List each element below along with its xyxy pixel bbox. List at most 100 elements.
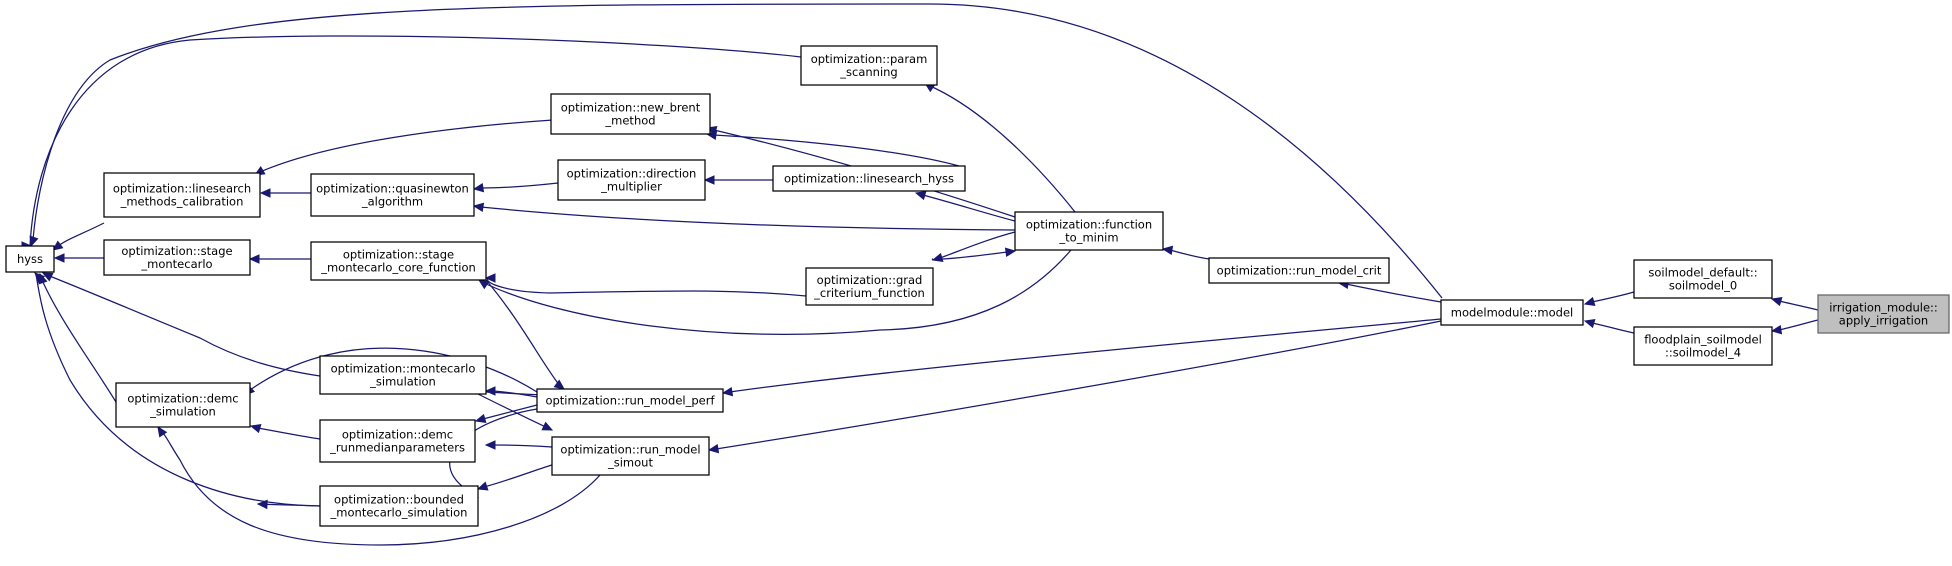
arrowhead-icon (472, 202, 485, 213)
node-label: floodplain_soilmodel (1644, 333, 1762, 347)
call-edge (1770, 319, 1819, 335)
call-edge (707, 320, 1442, 454)
arrowhead-icon (484, 440, 496, 450)
node-label: ::soilmodel_4 (1665, 346, 1741, 360)
node-label: soilmodel_default:: (1648, 266, 1757, 280)
node-linesearch-hyss[interactable]: optimization::linesearch_hyss (772, 165, 966, 192)
node-stage-mc-core[interactable]: optimization::stage_montecarlo_core_func… (310, 241, 487, 281)
node-label: optimization::bounded (334, 493, 464, 507)
node-floodplain-soilmodel[interactable]: floodplain_soilmodel::soilmodel_4 (1633, 326, 1773, 366)
call-edge-line (41, 279, 117, 403)
call-edge-line (249, 347, 538, 393)
node-quasinewton[interactable]: optimization::quasinewton_algorithm (310, 173, 475, 217)
node-run-model-perf[interactable]: optimization::run_model_perf (536, 388, 724, 413)
call-edge-line (729, 318, 1442, 393)
call-edge (1161, 245, 1210, 260)
node-bounded-mc[interactable]: optimization::bounded_montecarlo_simulat… (319, 485, 479, 527)
node-grad-crit[interactable]: optimization::grad_criterium_function (805, 267, 934, 306)
call-edge-line (486, 277, 807, 297)
arrowhead-icon (476, 481, 489, 491)
node-box (1633, 326, 1773, 366)
node-direction-mult[interactable]: optimization::direction_multiplier (557, 159, 706, 201)
arrowhead-icon (1161, 245, 1174, 256)
arrowhead-icon (474, 413, 487, 424)
call-edge (476, 464, 553, 491)
node-label: optimization::linesearch (113, 182, 251, 196)
call-edge-line (1778, 300, 1819, 311)
node-box (319, 355, 487, 395)
node-run-model-simout[interactable]: optimization::run_model_simout (551, 436, 710, 476)
call-edge (477, 249, 1072, 336)
node-label: _methods_calibration (120, 195, 244, 209)
node-box (536, 388, 724, 413)
node-hyss[interactable]: hyss (5, 245, 55, 273)
node-stage-mc[interactable]: optimization::stage_montecarlo (103, 239, 251, 276)
call-edge (256, 499, 321, 510)
node-mc-sim[interactable]: optimization::montecarlo_simulation (319, 355, 487, 395)
node-soilmodel-default[interactable]: soilmodel_default::soilmodel_0 (1633, 259, 1773, 299)
call-edge-line (483, 464, 553, 488)
node-function-to-minim[interactable]: optimization::function_to_minim (1014, 211, 1164, 251)
node-label: optimization::stage (121, 244, 232, 258)
node-label: optimization::direction (567, 167, 697, 181)
call-edge (249, 423, 321, 440)
node-box (772, 165, 966, 192)
node-label: optimization::param (811, 52, 928, 66)
node-label: _montecarlo_core_function (320, 261, 476, 275)
call-edge (485, 279, 565, 390)
call-graph-nodes: hyss optimization::linesearch_methods_cal… (5, 45, 1950, 527)
call-edge-line (480, 182, 559, 189)
call-edge (914, 190, 1016, 222)
node-new-brent[interactable]: optimization::new_brent_method (550, 93, 711, 135)
node-label: optimization::run_model_crit (1217, 264, 1382, 278)
node-run-model-crit[interactable]: optimization::run_model_crit (1208, 257, 1390, 284)
node-box (5, 245, 55, 273)
arrowhead-icon (553, 379, 565, 390)
call-edge (157, 425, 601, 546)
node-linesearch-calib[interactable]: optimization::linesearch_methods_calibra… (103, 172, 261, 218)
arrowhead-icon (259, 188, 271, 198)
node-box (557, 159, 706, 201)
call-edge-line (713, 134, 960, 167)
node-box (310, 173, 475, 217)
node-label: _criterium_function (813, 286, 925, 300)
call-edge-line (29, 35, 802, 247)
node-box (319, 419, 476, 463)
arrowhead-icon (703, 175, 715, 185)
arrowhead-icon (721, 386, 734, 397)
call-edge (248, 254, 311, 264)
node-label: irrigation_module:: (1829, 301, 1938, 315)
arrowhead-icon (1583, 296, 1596, 307)
call-edge-line (1778, 319, 1819, 331)
node-box (800, 45, 938, 86)
node-box (805, 267, 934, 306)
node-param-scanning[interactable]: optimization::param_scanning (800, 45, 938, 86)
arrowhead-icon (705, 130, 718, 141)
node-label: optimization::demc (342, 428, 453, 442)
arrowhead-icon (1770, 324, 1783, 335)
arrowhead-icon (914, 190, 927, 201)
call-edge-line (481, 249, 1072, 336)
node-box (115, 382, 251, 428)
call-edge (472, 202, 1016, 231)
node-box (1817, 294, 1950, 334)
arrowhead-icon (1770, 296, 1783, 307)
node-apply-irrigation[interactable]: irrigation_module::apply_irrigation (1817, 294, 1950, 334)
call-edge-line (931, 250, 1016, 261)
node-demc-runmedian[interactable]: optimization::demc_runmedianparameters (319, 419, 476, 463)
arrowhead-icon (1583, 318, 1596, 329)
node-demc-sim[interactable]: optimization::demc_simulation (115, 382, 251, 428)
node-label: _runmedianparameters (329, 441, 465, 455)
arrowhead-icon (157, 425, 168, 438)
call-edge (1770, 296, 1819, 311)
node-box (551, 436, 710, 476)
call-edge-line (482, 404, 538, 420)
node-box (1440, 299, 1584, 326)
arrowhead-icon (477, 279, 490, 290)
call-edge-line (1169, 249, 1210, 260)
node-modelmodule-model[interactable]: modelmodule::model (1440, 299, 1584, 326)
node-label: _algorithm (361, 195, 423, 209)
node-label: optimization::grad (817, 273, 923, 287)
node-box (319, 485, 479, 527)
node-label: optimization::run_model (560, 443, 700, 457)
